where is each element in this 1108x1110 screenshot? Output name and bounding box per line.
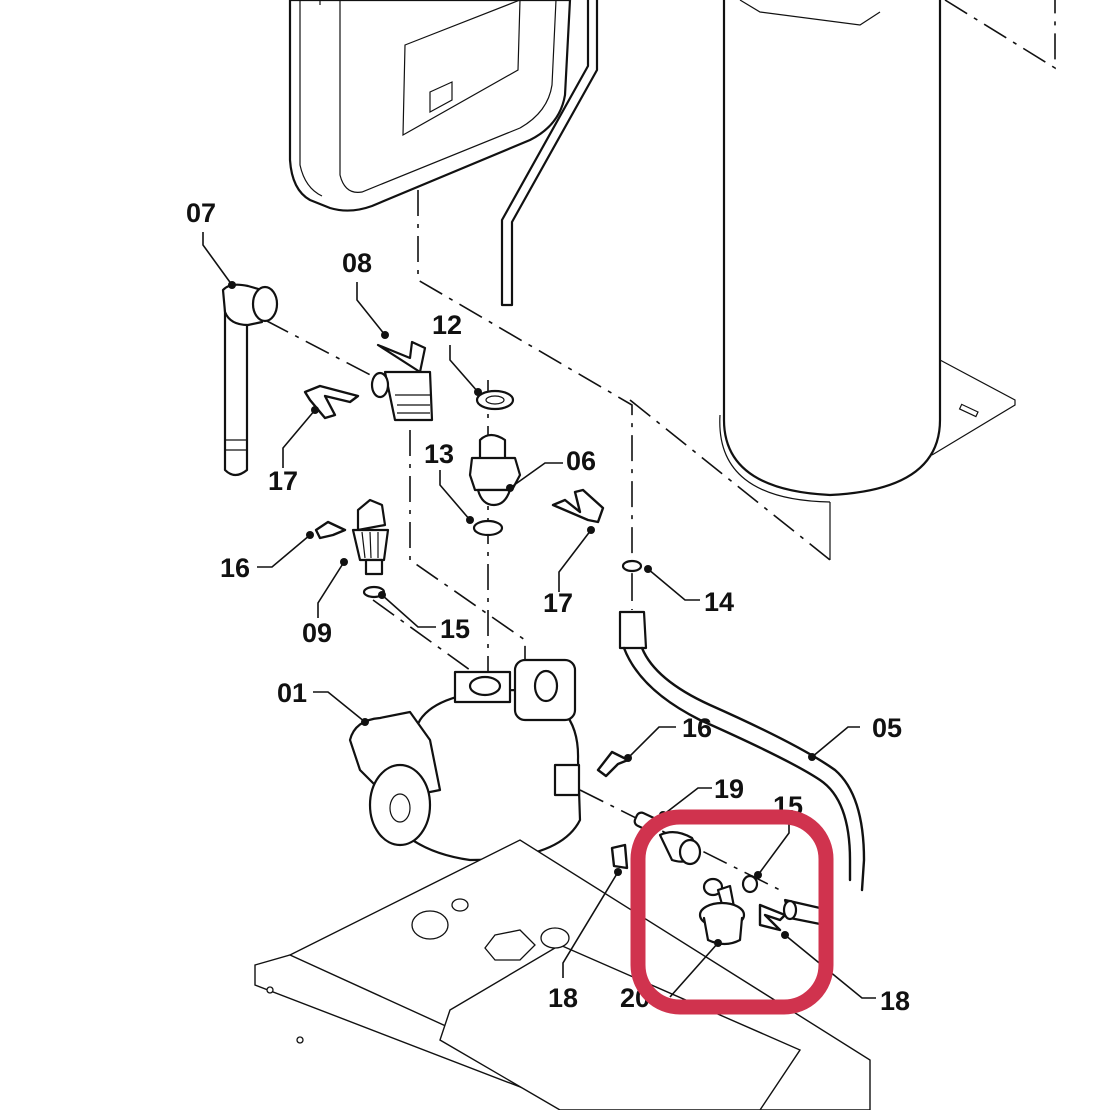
part-06-fitting [468, 433, 522, 507]
callout-15-sensor: 15 [440, 614, 470, 644]
part-05-flexible-hose [618, 610, 866, 892]
part-07-drain-hose [221, 283, 279, 477]
part-16-clip-right [596, 750, 630, 778]
callout-19: 19 [714, 774, 744, 804]
part-17-clip-right [551, 488, 605, 524]
part-18-clip-left [610, 843, 629, 870]
callout-18-left: 18 [548, 983, 578, 1013]
part-14-oring [621, 559, 643, 573]
part-19-bypass-connector [633, 811, 702, 866]
part-20-drain-valve [698, 877, 746, 946]
heat-exchanger-housing [288, 0, 572, 212]
callout-16-left: 16 [220, 553, 250, 583]
part-09-pressure-sensor [351, 498, 390, 576]
outlet-connector [782, 898, 827, 927]
highlight-box [630, 809, 834, 1015]
callout-01: 01 [277, 678, 307, 708]
part-15-oring-highlighted [741, 874, 759, 894]
part-08-safety-valve [370, 340, 434, 422]
callout-18-right: 18 [880, 986, 910, 1016]
callout-08: 08 [342, 248, 372, 278]
return-pipe [500, 0, 599, 307]
callout-09: 09 [302, 618, 332, 648]
callout-labels: 07 08 12 17 13 06 16 09 15 17 14 01 16 0… [186, 198, 910, 1016]
callout-07: 07 [186, 198, 216, 228]
part-18-clip-right [758, 903, 787, 932]
leader-lines [202, 232, 876, 999]
callout-16-right: 16 [682, 713, 712, 743]
callout-14: 14 [704, 587, 734, 617]
chassis-plate [254, 839, 871, 1110]
callout-17-right: 17 [543, 588, 573, 618]
part-16-clip-left [314, 520, 347, 540]
callout-17-left: 17 [268, 466, 298, 496]
part-01-pump [348, 658, 582, 862]
callout-06: 06 [566, 446, 596, 476]
part-13-seal [472, 519, 504, 537]
callout-12: 12 [432, 310, 462, 340]
cylinder-tank [719, 0, 1016, 560]
part-12-seal [475, 389, 515, 411]
callout-13: 13 [424, 439, 454, 469]
callout-05: 05 [872, 713, 902, 743]
